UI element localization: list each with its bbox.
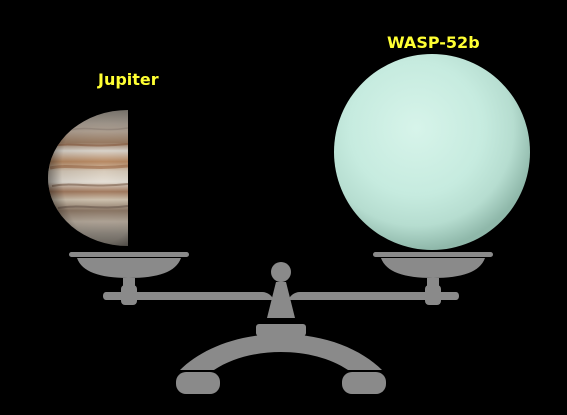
left-pan bbox=[77, 258, 181, 278]
pivot-ball bbox=[271, 262, 291, 282]
right-foot bbox=[342, 372, 386, 394]
pivot-spindle bbox=[267, 282, 295, 318]
left-pan-rim bbox=[69, 252, 189, 257]
right-pan bbox=[381, 258, 485, 278]
right-pan-rim bbox=[373, 252, 493, 257]
left-hanger bbox=[123, 278, 135, 288]
wasp-52b-planet bbox=[334, 54, 530, 250]
right-hanger bbox=[427, 278, 439, 288]
balance-scale-icon bbox=[69, 252, 493, 394]
beam-left bbox=[103, 292, 274, 300]
wasp-52b-label: WASP-52b bbox=[387, 33, 480, 52]
jupiter-half-planet bbox=[48, 110, 128, 246]
left-foot bbox=[176, 372, 220, 394]
beam-right bbox=[288, 292, 459, 300]
base-arch bbox=[180, 334, 382, 370]
base-collar bbox=[256, 324, 306, 336]
jupiter-label: Jupiter bbox=[98, 70, 159, 89]
